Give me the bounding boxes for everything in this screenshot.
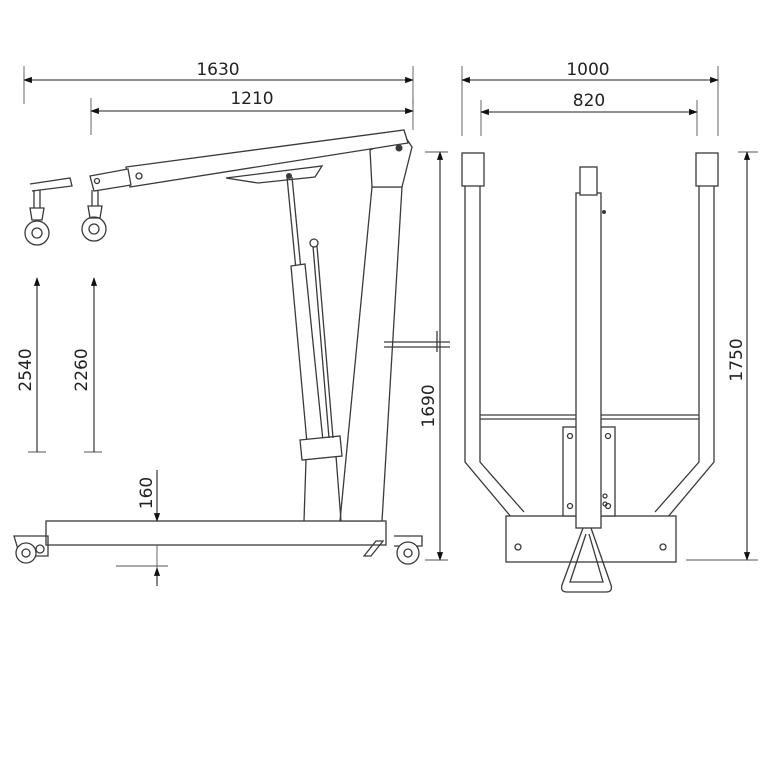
dim-width-inner-label: 820: [573, 91, 605, 111]
dim-mast-height: 1690: [419, 151, 448, 561]
dim-leg-clearance: 160: [116, 470, 168, 586]
dim-max-height-retracted-label: 2260: [72, 348, 92, 391]
dim-boom-reach: 1210: [90, 89, 414, 135]
dim-overall-length-label: 1630: [196, 60, 239, 80]
foot-bracket: [362, 540, 385, 557]
dim-folded-height-label: 1750: [727, 338, 747, 381]
hook-extended: [24, 190, 50, 246]
side-view: [13, 129, 450, 565]
dim-folded-height: 1750: [686, 151, 758, 561]
dim-leg-clearance-label: 160: [137, 477, 157, 509]
dim-mast-height-label: 1690: [419, 384, 439, 427]
dim-max-height-retracted: 2260: [72, 277, 102, 453]
front-mast: [575, 166, 608, 529]
rear-caster: [394, 535, 423, 565]
front-left-leg: [461, 152, 525, 519]
boom-extension-ghost: [29, 177, 73, 192]
dim-width-inner: 820: [480, 91, 698, 136]
hook-retracted: [81, 190, 107, 242]
base-leg: [45, 520, 387, 546]
front-handle: [560, 527, 613, 593]
dim-boom-reach-label: 1210: [230, 89, 273, 109]
hydraulic-ram: [286, 173, 343, 522]
dim-width-overall-label: 1000: [566, 60, 609, 80]
front-right-leg: [654, 152, 719, 519]
dim-width-overall: 1000: [461, 60, 719, 136]
pump-handle: [309, 238, 334, 439]
front-view: [461, 152, 719, 593]
boom: [89, 129, 409, 192]
dim-overall-length: 1630: [23, 60, 414, 104]
dim-max-height-extended-label: 2540: [16, 348, 36, 391]
dim-max-height-extended: 2540: [16, 277, 46, 453]
mast: [339, 134, 413, 522]
front-caster: [13, 535, 49, 564]
